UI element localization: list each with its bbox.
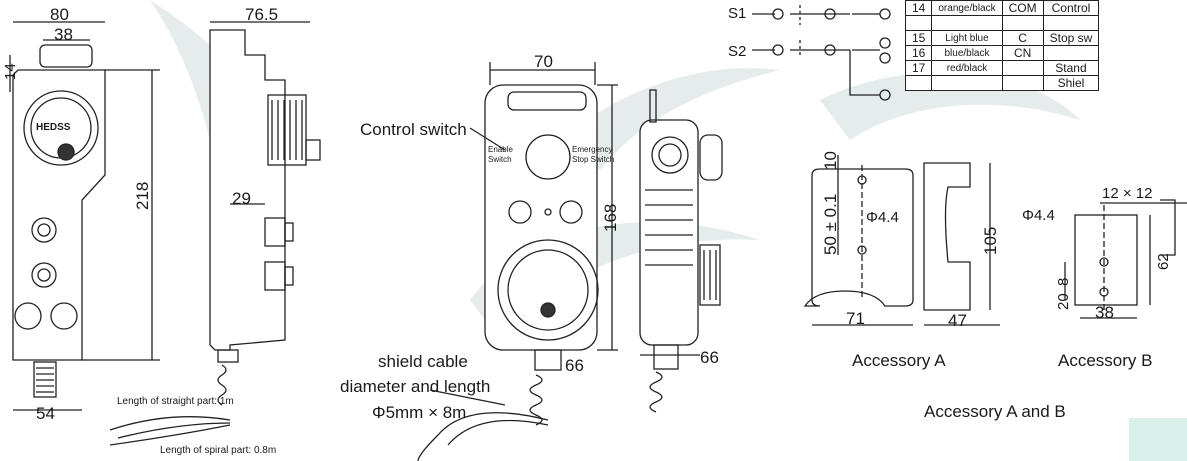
dim-label: 12 × 12 [1102,185,1153,202]
wiring-cell-color: blue/black [931,45,1003,61]
wiring-cell-signal: C [1001,30,1044,46]
view1-handle-slot [39,44,93,68]
callout-label: Control switch [360,120,467,139]
dim-label: 54 [36,404,55,423]
dim-label: 71 [846,309,865,328]
cable-label: diameter and length [340,377,491,396]
accessory-b-caption: Accessory B [1058,351,1153,370]
dial-brand: HEDSS [36,122,71,133]
cable-note: Length of spiral part: 0.8m [160,445,277,456]
cable-note: Length of straight part: 1m [117,396,234,407]
wiring-cell-color: red/black [931,60,1003,76]
wiring-cell-color: orange/black [931,0,1003,16]
cable-label: shield cable [378,352,468,371]
wiring-cell-desc: Control [1042,0,1100,16]
view2-handwheel-profile [267,94,307,166]
view2-side [109,21,321,446]
wiring-cell-desc: Stop sw [1042,30,1100,46]
view3-handwheel [497,239,599,341]
wiring-cell-desc [1042,45,1100,61]
dim-label: 8 [1055,277,1072,286]
wiring-cell-desc [1042,15,1100,31]
view1-dial [23,90,99,166]
wiring-row [904,15,1100,31]
wiring-cell-signal: CN [1001,45,1044,61]
dim-label: 29 [232,189,251,208]
dim-label: 10 [821,151,840,170]
dim-label: 38 [54,25,73,44]
view1-cable-gland [33,361,57,398]
wiring-cell-color [931,75,1003,91]
view4-body [639,119,699,346]
accessory-caption: Accessory A and B [924,402,1066,421]
dim-label: 62 [1155,253,1172,270]
dim-label: 168 [601,203,620,232]
switch-s1-label: S1 [728,5,747,22]
view3-handle [507,91,587,111]
view3-estop [525,134,571,180]
dim-label: 20 [1055,293,1072,310]
dim-label: 70 [534,52,553,71]
dim-label: 66 [565,356,584,375]
accessory-b-drawing [1064,199,1187,319]
wiring-cell-pin [904,15,933,31]
accent-block [1129,418,1187,461]
wiring-cell-color [931,15,1003,31]
wiring-cell-pin: 17 [904,60,933,76]
switch-label: Emergency [572,145,613,154]
switch-label: Switch [488,155,512,164]
wiring-cell-signal: COM [1001,0,1044,16]
dim-label: 66 [700,348,719,367]
dim-label: Φ4.4 [866,209,899,226]
wiring-cell-signal [1001,75,1044,91]
dim-label: 80 [50,5,69,24]
view4-side [639,89,723,413]
dim-label: 76.5 [245,5,279,24]
accessory-a-drawing [803,155,1000,326]
switch-schematic [752,5,891,101]
switch-s2-label: S2 [728,43,747,60]
wiring-cell-pin: 14 [904,0,933,16]
view3-front [417,62,618,461]
wiring-cell-pin [904,75,933,91]
wiring-cell-color: Light blue [931,30,1003,46]
wiring-cell-desc: Shiel [1042,75,1100,91]
dim-label: 218 [133,181,152,210]
dim-label: 50 ± 0.1 [821,193,840,255]
wiring-cell-pin: 16 [904,45,933,61]
wiring-row: Shiel [904,75,1100,91]
dim-label: 105 [981,226,1000,255]
wiring-cell-pin: 15 [904,30,933,46]
switch-label: Enable [488,145,513,154]
dim-label: 47 [948,311,967,330]
dim-label: 38 [1095,303,1114,322]
cable-spec: Φ5mm × 8m [372,403,467,422]
accessory-a-caption: Accessory A [852,351,946,370]
wiring-cell-desc: Stand [1042,60,1100,76]
view1-front [9,21,160,411]
dim-label: Φ4.4 [1022,207,1055,224]
dim-label: 14 [2,63,19,80]
switch-label: Stop Switch [572,155,615,164]
wiring-cell-signal [1001,15,1044,31]
wiring-cell-signal [1001,60,1044,76]
